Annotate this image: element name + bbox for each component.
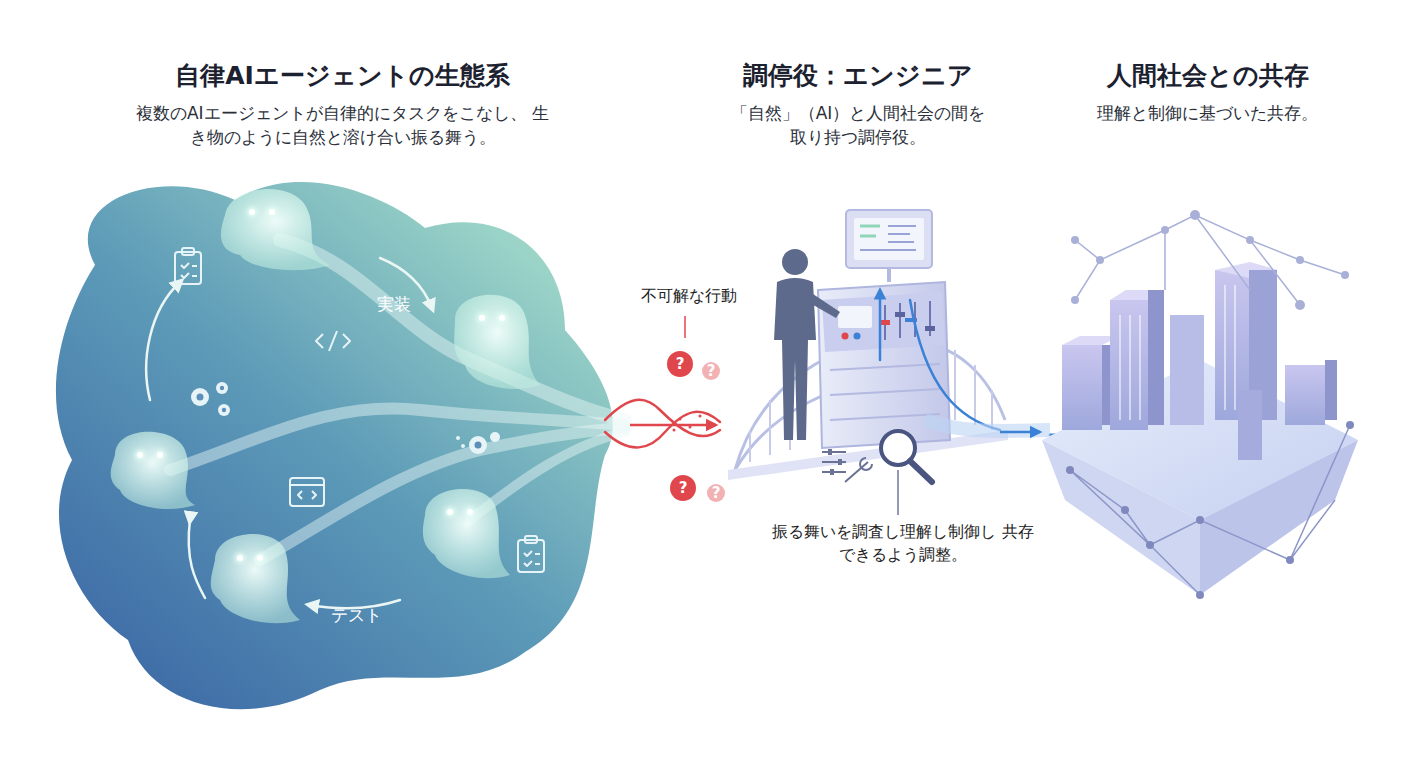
process-label: 実装: [372, 292, 416, 317]
question-mark: ?: [706, 483, 726, 503]
section-heading: 調停役：エンジニア: [716, 60, 1000, 93]
section-heading: 自律AIエージェントの生態系: [55, 60, 630, 93]
question-mark: ?: [673, 478, 693, 498]
process-label: テスト: [325, 603, 387, 628]
action-caption: 振る舞いを調査し理解し制御し 共存できるよう調整。: [765, 520, 1041, 566]
section-panel: 自律AIエージェントの生態系複数のAIエージェントが自律的にタスクをこなし、 生…: [55, 60, 630, 310]
section-description: 「自然」（AI）と人間社会の間を 取り持つ調停役。: [722, 101, 994, 150]
question-mark: ?: [670, 354, 690, 374]
section-heading: 人間社会との共存: [1040, 60, 1375, 93]
flow-arrow: [630, 424, 716, 427]
section-description: 複数のAIエージェントが自律的にタスクをこなし、 生き物のように自然と溶け合い振…: [128, 101, 558, 150]
section-description: 理解と制御に基づいた共存。: [1048, 101, 1368, 126]
question-mark: ?: [701, 361, 721, 381]
flow-arrow: [1000, 431, 1040, 434]
section-panel: 調停役：エンジニア「自然」（AI）と人間社会の間を 取り持つ調停役。: [716, 60, 1000, 180]
anomaly-label: 不可解な行動: [626, 284, 752, 307]
section-panel: 人間社会との共存理解と制御に基づいた共存。: [1040, 60, 1375, 180]
